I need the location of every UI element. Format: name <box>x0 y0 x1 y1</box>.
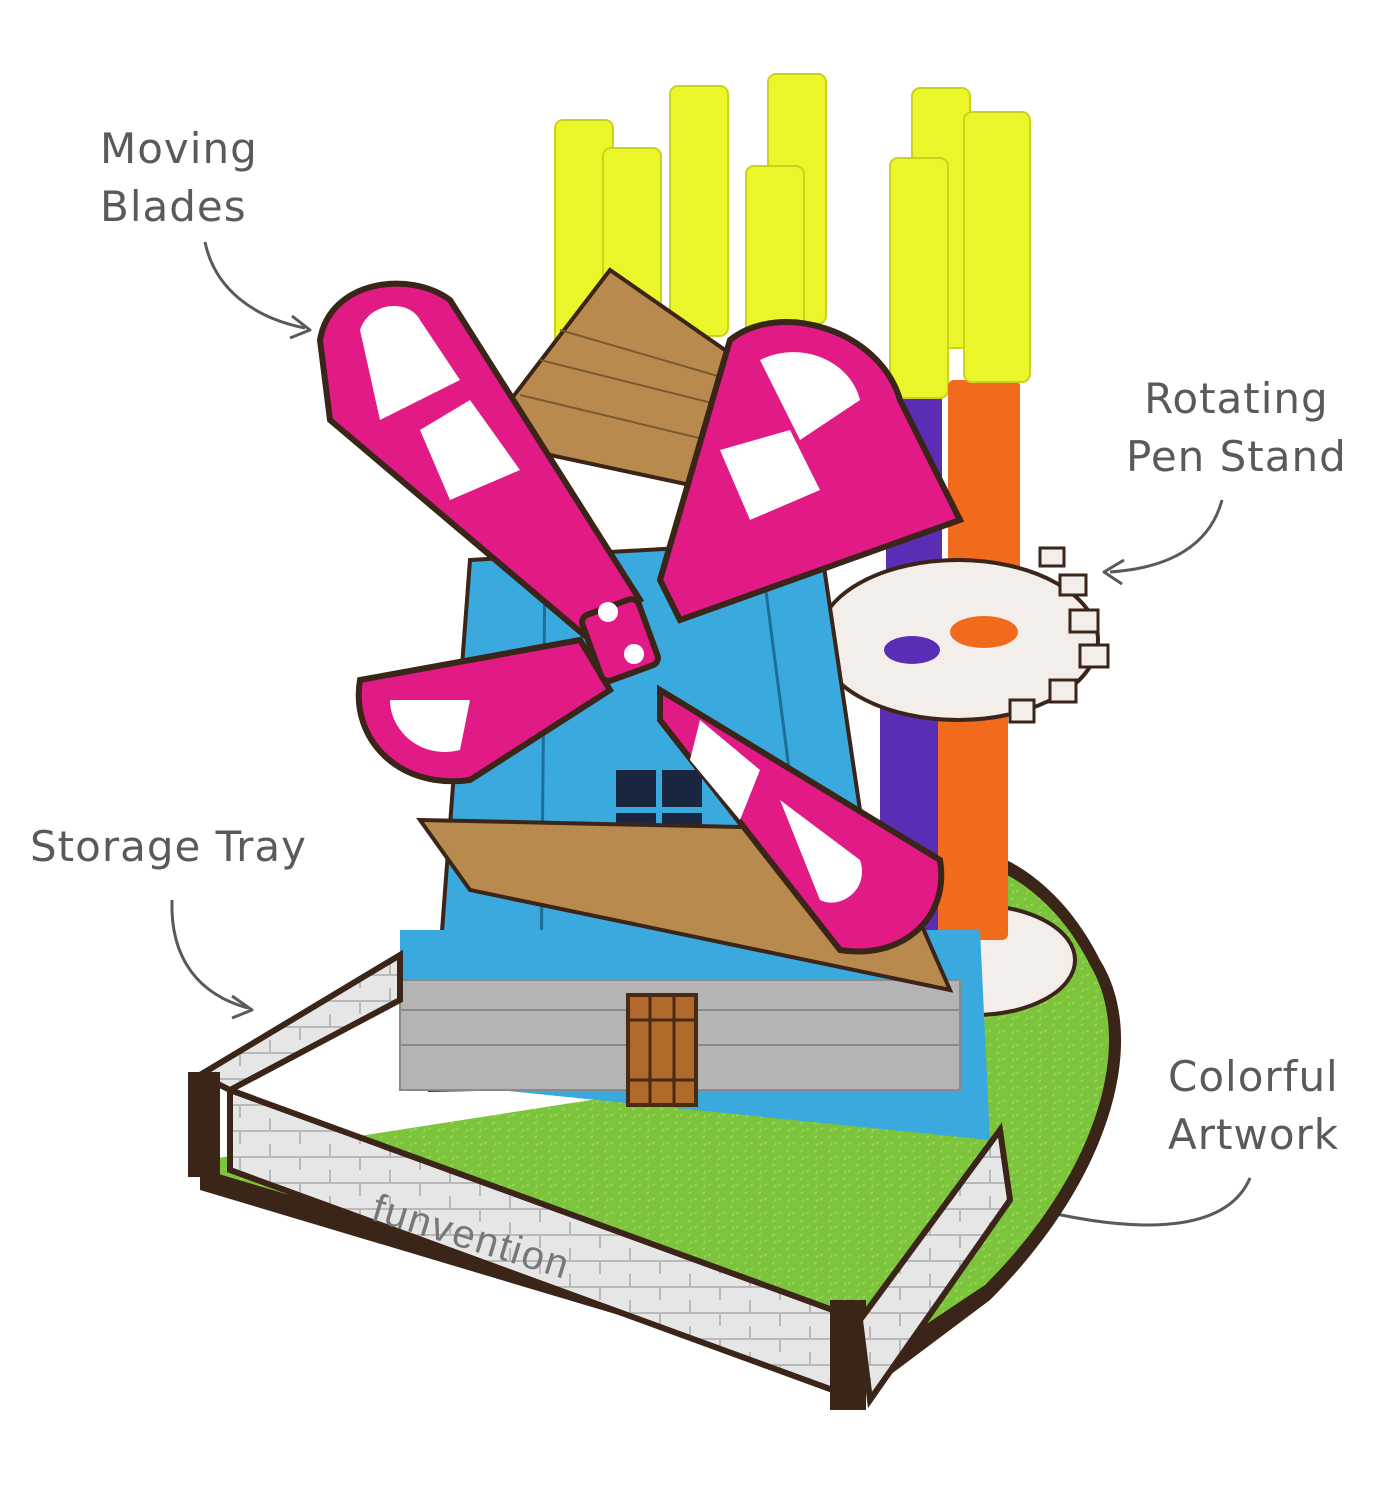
windmill-blades[interactable] <box>316 280 965 955</box>
callout-moving-blades: Moving Blades <box>100 120 258 236</box>
arrow-rotating-pen-stand <box>1102 499 1224 586</box>
arrow-colorful-artwork <box>1029 1177 1252 1227</box>
callout-colorful-line1: Colorful <box>1168 1052 1339 1101</box>
callout-colorful-artwork: Colorful Artwork <box>1168 1048 1339 1164</box>
pen-stand-gear <box>816 546 1110 724</box>
callout-storage-line1: Storage Tray <box>30 822 308 871</box>
callout-storage-tray: Storage Tray <box>30 818 307 876</box>
grass-base <box>200 845 1122 1390</box>
arrow-storage-tray <box>170 899 254 1020</box>
arrow-moving-blades <box>203 241 312 340</box>
storage-tray <box>188 949 1014 1410</box>
callout-rotating-line1: Rotating <box>1144 374 1329 423</box>
callout-rotating-pen-stand: Rotating Pen Stand <box>1126 370 1347 486</box>
callout-colorful-line2: Artwork <box>1168 1110 1340 1159</box>
callout-moving-blades-line2: Blades <box>100 182 247 231</box>
door-icon <box>626 993 698 1107</box>
callout-moving-blades-line1: Moving <box>100 124 258 173</box>
callout-rotating-line2: Pen Stand <box>1126 432 1347 481</box>
